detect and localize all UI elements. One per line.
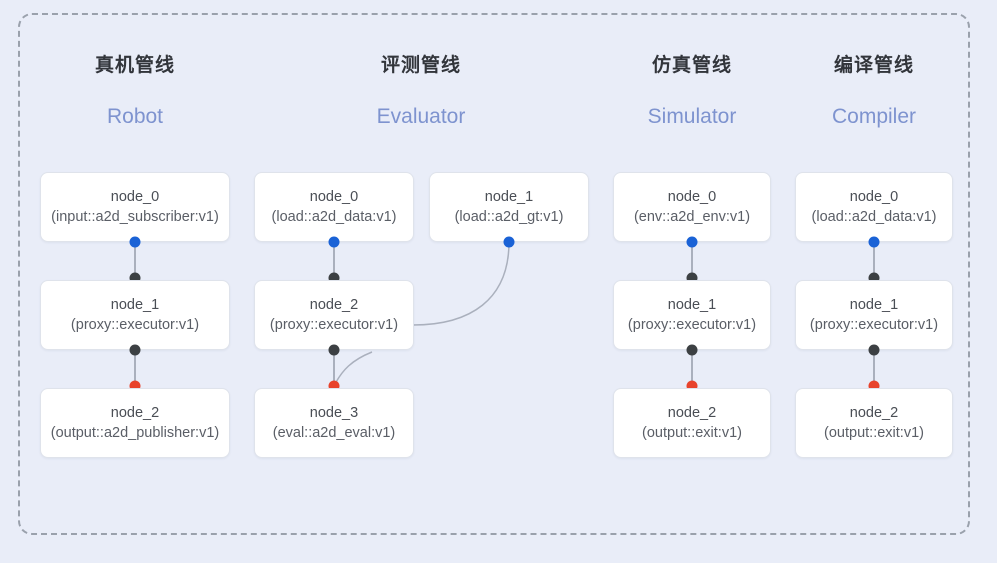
connector-simulator-1-2 (691, 350, 693, 386)
node-name: node_1 (849, 296, 899, 313)
node-spec: (proxy::executor:v1) (70, 316, 200, 333)
pipeline-column-evaluator: 评测管线 Evaluator (326, 50, 516, 510)
node-spec: (input::a2d_subscriber:v1) (51, 208, 219, 225)
node-box-compiler-0[interactable]: node_0 (load::a2d_data:v1) (795, 172, 953, 242)
port-dot-input-robot-0 (129, 236, 141, 248)
node-name: node_0 (309, 188, 359, 205)
node-spec: (load::a2d_data:v1) (811, 208, 937, 225)
node-box-robot-1[interactable]: node_1 (proxy::executor:v1) (40, 280, 230, 350)
column-title-cn-evaluator: 评测管线 (380, 55, 461, 76)
port-dot-intermediate-compiler-1-bottom (868, 344, 880, 356)
pipeline-column-robot: 真机管线 Robot (40, 50, 230, 510)
pipeline-column-compiler: 编译管线 Compiler (795, 50, 953, 510)
node-spec: (proxy::executor:v1) (627, 316, 757, 333)
node-box-evaluator-3[interactable]: node_3 (eval::a2d_eval:v1) (254, 388, 414, 458)
node-name: node_3 (309, 404, 359, 421)
node-box-simulator-0[interactable]: node_0 (env::a2d_env:v1) (613, 172, 771, 242)
column-title-en-compiler: Compiler (831, 105, 917, 128)
column-title-cn-compiler: 编译管线 (833, 55, 914, 76)
connector-compiler-0-1 (873, 242, 875, 278)
connector-evaluator-2-3 (333, 350, 335, 386)
node-spec: (env::a2d_env:v1) (633, 208, 751, 225)
node-spec: (eval::a2d_eval:v1) (272, 424, 396, 441)
node-name: node_2 (309, 296, 359, 313)
node-box-evaluator-2[interactable]: node_2 (proxy::executor:v1) (254, 280, 414, 350)
port-dot-intermediate-simulator-1-bottom (686, 344, 698, 356)
port-dot-input-simulator-0 (686, 236, 698, 248)
node-spec: (proxy::executor:v1) (809, 316, 939, 333)
column-title-en-evaluator: Evaluator (376, 105, 466, 128)
column-title-en-robot: Robot (106, 105, 164, 128)
node-box-simulator-2[interactable]: node_2 (output::exit:v1) (613, 388, 771, 458)
node-spec: (output::exit:v1) (824, 424, 924, 441)
column-title-cn-robot: 真机管线 (94, 55, 175, 76)
port-dot-intermediate-evaluator-2-bottom (328, 344, 340, 356)
node-name: node_2 (110, 404, 160, 421)
connector-evaluator-0-2 (333, 242, 335, 278)
port-dot-output-evaluator-3 (328, 380, 340, 392)
node-spec: (load::a2d_gt:v1) (454, 208, 564, 225)
node-box-robot-0[interactable]: node_0 (input::a2d_subscriber:v1) (40, 172, 230, 242)
node-spec: (output::exit:v1) (642, 424, 742, 441)
node-box-evaluator-1[interactable]: node_1 (load::a2d_gt:v1) (429, 172, 589, 242)
node-box-simulator-1[interactable]: node_1 (proxy::executor:v1) (613, 280, 771, 350)
connector-compiler-1-2 (873, 350, 875, 386)
node-name: node_1 (484, 188, 534, 205)
connector-simulator-0-1 (691, 242, 693, 278)
node-name: node_0 (110, 188, 160, 205)
node-box-evaluator-0[interactable]: node_0 (load::a2d_data:v1) (254, 172, 414, 242)
node-name: node_1 (110, 296, 160, 313)
connector-robot-0-1 (134, 242, 136, 278)
node-spec: (load::a2d_data:v1) (271, 208, 397, 225)
node-name: node_2 (667, 404, 717, 421)
node-box-robot-2[interactable]: node_2 (output::a2d_publisher:v1) (40, 388, 230, 458)
port-dot-output-robot-2 (129, 380, 141, 392)
port-dot-intermediate-evaluator-2-top (328, 272, 340, 284)
node-name: node_2 (849, 404, 899, 421)
port-dot-input-evaluator-0 (328, 236, 340, 248)
port-dot-intermediate-simulator-1-top (686, 272, 698, 284)
port-dot-input-evaluator-1 (503, 236, 515, 248)
node-name: node_0 (849, 188, 899, 205)
node-box-compiler-2[interactable]: node_2 (output::exit:v1) (795, 388, 953, 458)
node-box-compiler-1[interactable]: node_1 (proxy::executor:v1) (795, 280, 953, 350)
node-name: node_1 (667, 296, 717, 313)
column-title-en-simulator: Simulator (647, 105, 737, 128)
port-dot-intermediate-compiler-1-top (868, 272, 880, 284)
node-name: node_0 (667, 188, 717, 205)
port-dot-intermediate-robot-1-top (129, 272, 141, 284)
node-spec: (proxy::executor:v1) (269, 316, 399, 333)
port-dot-output-simulator-2 (686, 380, 698, 392)
port-dot-output-compiler-2 (868, 380, 880, 392)
port-dot-input-compiler-0 (868, 236, 880, 248)
pipeline-column-simulator: 仿真管线 Simulator (613, 50, 771, 510)
port-dot-intermediate-robot-1-bottom (129, 344, 141, 356)
column-title-cn-simulator: 仿真管线 (651, 55, 732, 76)
node-spec: (output::a2d_publisher:v1) (50, 424, 220, 441)
connector-robot-1-2 (134, 350, 136, 386)
